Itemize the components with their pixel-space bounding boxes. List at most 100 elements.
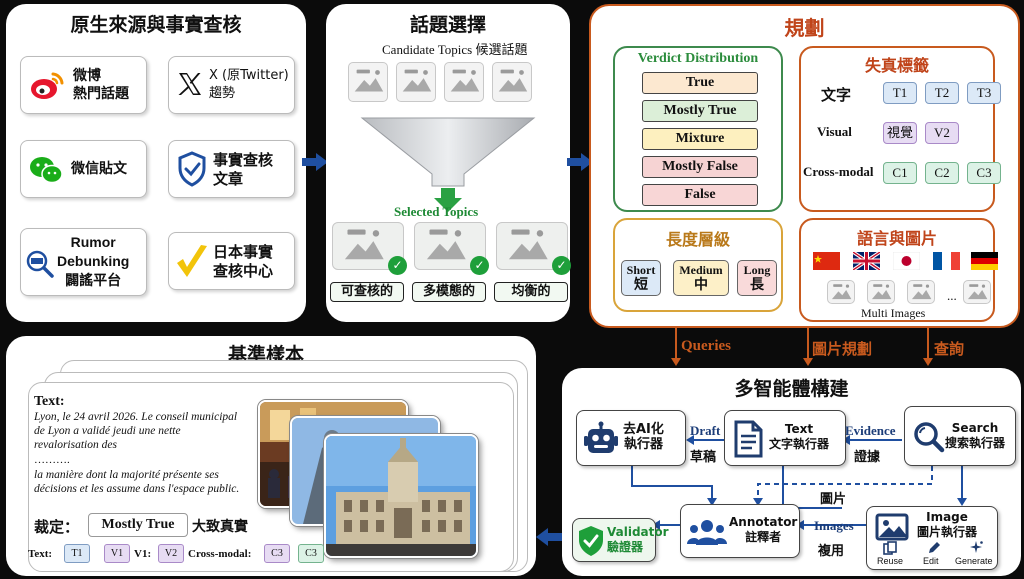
distortion-tag: T3 [967,82,1001,104]
edit-icon [929,542,940,553]
arrow-sources-to-topics [302,153,328,171]
sample-verdict-value: Mostly True [88,513,188,537]
ellipsis-label: ... [947,288,957,303]
multi-image-thumbnail [907,280,935,304]
footer-cross-label: Cross-modal: [188,548,252,560]
check-icon: ✓ [552,256,571,275]
draft-edge-label: Draft [690,423,721,438]
arrow-construction-to-benchmark [536,528,562,546]
generate-icon [970,541,983,553]
source-label-japan: 日本事實 查核中心 [213,243,274,280]
sample-text-body-1: Lyon, le 24 avril 2026. Le conseil munic… [34,411,238,451]
multi-image-thumbnail [827,280,855,304]
footer-tag-v1: V1 [104,544,130,563]
reuse-icon [883,541,897,555]
construction-title: 多智能體構建 [734,378,849,400]
benchmark-panel: 基準樣本 Text: Lyon, le 24 avril 2026. Le co… [6,336,536,576]
distortion-row-label: Cross-modal [803,164,874,179]
search-executor-node: Search 搜索執行器 [904,406,1016,466]
check-icon: ✓ [470,256,489,275]
weibo-icon [31,72,64,99]
sources-panel: 原生來源與事實查核 微博 熱門話題 X (原Twitter) 趨勢 微信貼文 [6,4,306,322]
source-card-wechat: 微信貼文 [20,140,147,198]
validator-label: Validator 驗證器 [607,525,669,554]
sample-photo-city-hall [324,434,478,558]
length-tier-zh: 中 [694,277,708,293]
check-icon: ✓ [388,256,407,275]
distortion-tag: C3 [967,162,1001,184]
selected-topics-label: Selected Topics [394,204,479,219]
footer-tag-c3-b: C3 [298,544,324,563]
people-group-icon [687,520,727,545]
sample-text-body-2: la manière dont la majorité présente ses… [34,469,240,495]
verdict-option: True [642,72,758,94]
topics-panel: 話題選擇 Candidate Topics 候選話題 Selected Topi… [326,4,571,322]
image-executor-label: Image 圖片執行器 [917,510,978,539]
reuse-tool-label: Reuse [877,556,904,566]
footer-tag-v2: V2 [158,544,184,563]
language-images-box: 語言與圖片 ... Multi Images [799,218,998,322]
source-label-factcheck: 事實查核 文章 [213,151,274,188]
candidate-topics-label: Candidate Topics 候選話題 [382,42,528,57]
shield-check-icon [178,151,206,187]
sample-verdict-zh: 大致真實 [192,519,248,535]
construction-panel: 多智能體構建 [562,368,1021,576]
search-icon [914,422,945,453]
deai-executor-node: 去AI化 執行器 [576,410,686,466]
distortion-tag: T1 [883,82,917,104]
multi-image-thumbnail [963,280,991,304]
footer-v1-label: V1: [134,548,152,560]
footer-tag-t1: T1 [64,544,90,563]
planning-title: 規劃 [784,16,825,40]
evidence-edge-label: Evidence [845,423,896,438]
distortion-tag: C1 [883,162,917,184]
distortion-tag: C2 [925,162,959,184]
planning-to-construction-arrows [671,328,933,366]
candidate-topic-thumbnail [396,62,436,102]
edit-tool-label: Edit [923,556,939,566]
queries-flow-label: Queries [681,338,731,354]
distortion-tag: 視覺 [883,122,917,144]
length-tier-en: Short [626,263,656,277]
arrow-topics-to-planning [567,153,593,171]
search-executor-label: Search 搜索執行器 [945,421,1006,450]
yellow-check-icon [177,245,207,277]
draft-edge-label-zh: 草稿 [690,450,717,465]
deai-executor-label: 去AI化 執行器 [623,422,664,452]
selected-topic-label: 多模態的 [412,282,486,302]
source-label-rumor: Rumor Debunking 闢謠平台 [57,234,130,288]
footer-text-label: Text: [28,548,53,560]
uk-flag-icon [853,252,880,270]
candidate-topic-thumbnail [444,62,484,102]
source-card-factcheck: 事實查核 文章 [168,140,295,198]
source-card-weibo: 微博 熱門話題 [20,56,147,114]
validator-shield-icon [579,526,603,556]
verdict-option: Mixture [642,128,758,150]
japan-flag-icon [893,252,920,270]
source-label-wechat: 微信貼文 [71,161,127,177]
length-tier-zh: 短 [634,277,648,293]
multi-image-thumbnail [867,280,895,304]
verdict-option: Mostly False [642,156,758,178]
distortion-tag: T2 [925,82,959,104]
length-tiers-title: 長度層級 [665,230,730,249]
source-card-rumor: Rumor Debunking 闢謠平台 [20,228,147,296]
sources-title: 原生來源與事實查核 [70,14,242,36]
multi-images-label: Multi Images [861,306,926,320]
text-executor-label: Text 文字執行器 [769,422,830,451]
distortion-labels-title: 失真標籤 [864,56,929,75]
image-executor-node: Image 圖片執行器 Reuse Edit Generate [866,506,998,570]
magnifier-rumor-icon [26,250,54,278]
robot-icon [584,421,618,453]
distortion-row-label: Visual [817,124,852,139]
evidence-edge-label-zh: 證據 [854,450,881,465]
source-card-x: X (原Twitter) 趨勢 [168,56,295,114]
selected-topic-label: 可查核的 [330,282,404,302]
validator-node: Validator 驗證器 [572,518,669,562]
topics-title: 話題選擇 [409,14,486,36]
